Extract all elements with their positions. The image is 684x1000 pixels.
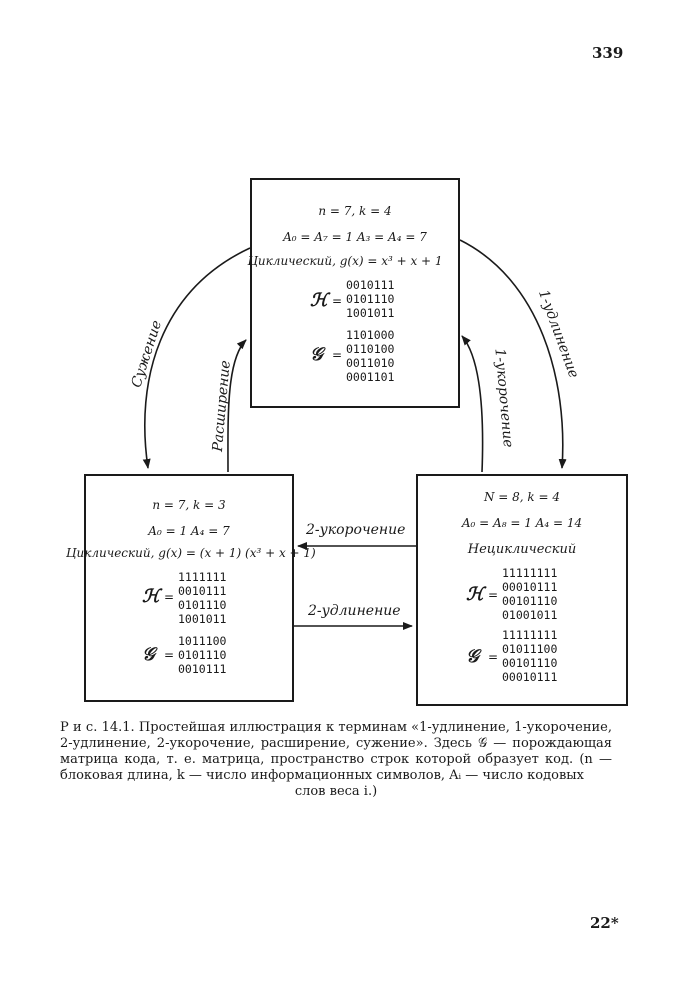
params-top: n = 7, k = 4 — [318, 204, 392, 218]
type-left: Циклический, g(x) = (x + 1) (x³ + x + 1) — [66, 546, 316, 560]
h-matrix-top: 0010111 0101110 1001011 — [346, 278, 395, 320]
g-matrix-symbol-top: 𝒢 — [310, 344, 323, 365]
caption-line-3: матрица кода, т. е. матрица, пространств… — [60, 752, 612, 767]
caption-line-2: 2-удлинение, 2-укорочение, расширение, с… — [60, 736, 612, 751]
caption-line-4: блоковая длина, k — число информационных… — [60, 768, 584, 783]
weights-right: A₀ = A₈ = 1 A₄ = 14 — [461, 516, 583, 530]
h-matrix-symbol-left: ℋ — [142, 586, 160, 607]
h-matrix-left: 1111111 0010111 0101110 1001011 — [178, 570, 227, 626]
h-eq-top: = — [332, 294, 343, 308]
code-box-right: N = 8, k = 4 A₀ = A₈ = 1 A₄ = 14 Нецикли… — [416, 474, 628, 706]
h-matrix-symbol-right: ℋ — [466, 584, 484, 605]
type-top: Циклический, g(x) = x³ + x + 1 — [247, 254, 443, 268]
params-right: N = 8, k = 4 — [483, 490, 561, 504]
g-eq-right: = — [488, 650, 499, 664]
weights-top: A₀ = A₇ = 1 A₃ = A₄ = 7 — [283, 230, 427, 244]
h-matrix-right: 11111111 00010111 00101110 01001011 — [502, 566, 558, 622]
arrow-extension — [227, 339, 247, 473]
h-matrix-symbol-top: ℋ — [310, 290, 328, 311]
arrow-puncture-1 — [461, 335, 484, 473]
g-matrix-symbol-left: 𝒢 — [142, 644, 155, 665]
caption-line-1: Р и с. 14.1. Простейшая иллюстрация к те… — [60, 720, 612, 735]
caption-line-5: слов веса i.) — [294, 784, 378, 799]
g-eq-left: = — [164, 648, 175, 662]
label-puncture-2: 2-укорочение — [306, 522, 406, 538]
g-eq-top: = — [332, 348, 343, 362]
page-number-top: 339 — [592, 44, 624, 62]
page-number-bottom: 22* — [590, 914, 619, 932]
code-box-top: n = 7, k = 4 A₀ = A₇ = 1 A₃ = A₄ = 7 Цик… — [247, 178, 460, 408]
g-matrix-top: 1101000 0110100 0011010 0001101 — [346, 328, 395, 384]
g-matrix-right: 11111111 01011100 00101110 00010111 — [502, 628, 558, 684]
weights-left: A₀ = 1 A₄ = 7 — [148, 524, 230, 538]
arrow-lengthen-1 — [459, 239, 567, 469]
figure-caption: Р и с. 14.1. Простейшая иллюстрация к те… — [60, 720, 612, 800]
g-matrix-left: 1011100 0101110 0010111 — [178, 634, 227, 676]
label-lengthen-2: 2-удлинение — [308, 603, 401, 619]
h-eq-left: = — [164, 590, 175, 604]
type-right: Нециклический — [467, 542, 577, 557]
code-box-left: n = 7, k = 3 A₀ = 1 A₄ = 7 Циклический, … — [66, 474, 316, 702]
h-eq-right: = — [488, 588, 499, 602]
arrow-narrowing — [142, 247, 251, 469]
params-left: n = 7, k = 3 — [152, 498, 226, 512]
g-matrix-symbol-right: 𝒢 — [466, 646, 479, 667]
